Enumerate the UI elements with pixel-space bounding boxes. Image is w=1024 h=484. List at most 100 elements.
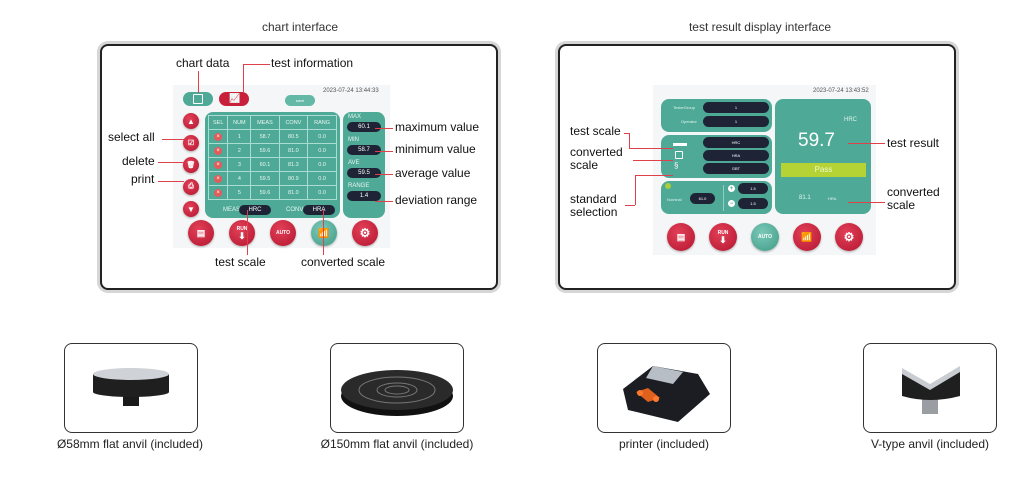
printer-icon xyxy=(623,366,710,422)
chart-button[interactable]: 📶 xyxy=(793,223,821,251)
deselect-icon[interactable]: × xyxy=(214,146,223,155)
cell-meas: 58.7 xyxy=(250,129,280,144)
callout-select-all: select all xyxy=(108,130,155,144)
range-value: 1.4 xyxy=(347,191,381,201)
chart-data-button[interactable] xyxy=(183,92,213,106)
test-scale-field[interactable]: HRC xyxy=(703,137,769,148)
callout-print: print xyxy=(131,172,155,186)
converted-scale-field[interactable]: HRA xyxy=(703,150,769,161)
auto-button[interactable]: AUTO xyxy=(751,223,779,251)
cell-conv: 80.9 xyxy=(278,171,309,186)
cell-num: 5 xyxy=(227,185,252,200)
ave-value: 59.5 xyxy=(347,168,381,178)
test-scale-selector[interactable]: HRC xyxy=(239,205,271,215)
converted-scale-selector[interactable]: HRA xyxy=(303,205,335,215)
auto-button[interactable]: AUTO xyxy=(270,220,296,246)
minus-icon[interactable]: − xyxy=(728,200,735,207)
tester-group-field[interactable]: 1 xyxy=(703,102,769,113)
minus-tolerance-field[interactable]: 1.5 xyxy=(738,198,768,209)
min-value: 58.7 xyxy=(347,145,381,155)
min-label: MIN xyxy=(348,137,359,143)
cell-num: 2 xyxy=(227,143,252,158)
product-caption: Ø58mm flat anvil (included) xyxy=(56,437,204,451)
chart-icon: 📶 xyxy=(801,231,813,242)
print-button[interactable]: ⎙ xyxy=(183,179,199,195)
table-row[interactable]: × 5 59.6 81.0 0.0 xyxy=(207,185,337,200)
table-header-row: SEL NUM MEAS CONV RANG xyxy=(207,115,337,130)
run-button[interactable]: RUN⬇ xyxy=(229,220,255,246)
deselect-icon[interactable]: × xyxy=(214,188,223,197)
range-label: RANGE xyxy=(348,183,370,189)
operator-field[interactable]: 1 xyxy=(703,116,769,127)
settings-button[interactable]: ⚙ xyxy=(352,220,378,246)
run-button[interactable]: RUN⬇ xyxy=(709,223,737,251)
conv-label: CONV xyxy=(286,207,304,213)
calendar-icon xyxy=(193,94,203,104)
check-icon xyxy=(665,183,671,189)
test-information-button[interactable]: 📈 xyxy=(219,92,249,106)
nominal-label: Nominal xyxy=(667,197,682,202)
save-button[interactable]: save xyxy=(285,95,315,106)
cell-conv: 81.0 xyxy=(278,143,309,158)
document-icon: ▤ xyxy=(196,227,206,238)
standard-field[interactable]: GBT xyxy=(703,163,769,174)
table-row[interactable]: × 4 59.5 80.9 0.0 xyxy=(207,171,337,186)
callout-line xyxy=(635,175,636,205)
meas-label: MEAS xyxy=(223,207,241,213)
callout-test-scale: test scale xyxy=(215,255,266,269)
table-row[interactable]: × 1 58.7 80.5 0.0 xyxy=(207,129,337,144)
cell-meas: 59.6 xyxy=(250,185,280,200)
result-panel xyxy=(775,99,871,214)
callout-line xyxy=(629,133,630,148)
cell-rang: 0.0 xyxy=(307,157,337,172)
converted-value: 81.1 xyxy=(799,195,811,201)
max-label: MAX xyxy=(348,114,362,120)
table-row[interactable]: × 2 59.6 81.0 0.0 xyxy=(207,143,337,158)
cell-meas: 59.6 xyxy=(250,143,280,158)
header-rang: RANG xyxy=(307,115,337,130)
scroll-down-button[interactable]: ▼ xyxy=(183,201,199,217)
chart-screen: 2023-07-24 13:44:33 📈 save ▲ ☑ 🗑 ⎙ ▼ SEL… xyxy=(173,85,390,248)
product-card xyxy=(64,343,198,433)
cell-rang: 0.0 xyxy=(307,143,337,158)
plus-icon[interactable]: + xyxy=(728,185,735,192)
divider xyxy=(723,185,724,211)
settings-button[interactable]: ⚙ xyxy=(835,223,863,251)
cell-rang: 0.0 xyxy=(307,171,337,186)
result-value: 59.7 xyxy=(798,130,835,151)
document-icon: ▤ xyxy=(676,231,686,242)
header-meas: MEAS xyxy=(250,115,280,130)
delete-button[interactable]: 🗑 xyxy=(183,157,199,173)
callout-line xyxy=(247,210,248,255)
callout-line xyxy=(243,64,244,93)
callout-test-result: test result xyxy=(887,136,940,150)
pass-badge: Pass xyxy=(781,163,866,177)
ave-label: AVE xyxy=(348,160,360,166)
deselect-icon[interactable]: × xyxy=(214,174,223,183)
result-scale: HRC xyxy=(844,117,857,123)
callout-maximum-value: maximum value xyxy=(395,120,480,134)
flat-anvil-58-icon xyxy=(93,368,169,406)
chart-button[interactable]: 📶 xyxy=(311,220,337,246)
nominal-field[interactable]: 61.0 xyxy=(690,193,715,204)
plus-tolerance-field[interactable]: 1.5 xyxy=(738,183,768,194)
callout-line xyxy=(375,128,393,129)
deselect-icon[interactable]: × xyxy=(214,160,223,169)
product-caption: printer (included) xyxy=(618,437,710,451)
cell-meas: 59.5 xyxy=(250,171,280,186)
records-button[interactable]: ▤ xyxy=(667,223,695,251)
timestamp: 2023-07-24 13:44:33 xyxy=(323,88,379,94)
chart-interface-title: chart interface xyxy=(261,20,339,34)
auto-icon: AUTO xyxy=(757,234,773,240)
callout-line xyxy=(198,71,199,93)
table-row[interactable]: × 3 60.1 81.3 0.0 xyxy=(207,157,337,172)
auto-icon: AUTO xyxy=(275,230,291,236)
select-all-button[interactable]: ☑ xyxy=(183,135,199,151)
result-interface-title: test result display interface xyxy=(688,20,832,34)
deselect-icon[interactable]: × xyxy=(214,132,223,141)
records-button[interactable]: ▤ xyxy=(188,220,214,246)
callout-average-value: average value xyxy=(395,166,471,180)
cell-conv: 80.5 xyxy=(278,129,309,144)
scroll-up-button[interactable]: ▲ xyxy=(183,113,199,129)
product-caption: Ø150mm flat anvil (included) xyxy=(320,437,474,451)
